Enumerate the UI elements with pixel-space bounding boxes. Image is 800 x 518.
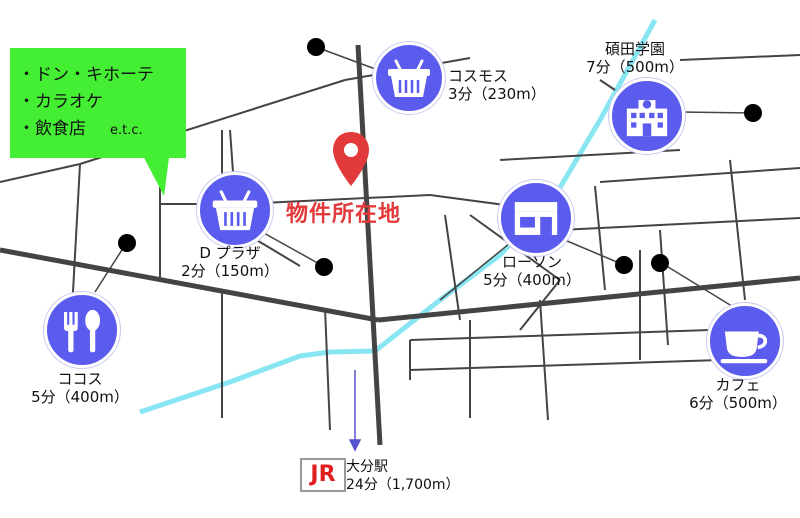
callout-list: ・ドン・キホーテ ・カラオケ ・飲食店 e.t.c. <box>18 62 154 144</box>
cafe-label: カフェ 6分（500m） <box>682 376 794 412</box>
callout-tail <box>140 150 170 196</box>
koko-label: ココス 5分（400m） <box>22 370 138 406</box>
property-label: 物件所在地 <box>286 202 402 227</box>
lawson-name: ローソン <box>501 253 562 271</box>
convenience-store-icon <box>514 202 558 235</box>
fork-spoon-icon <box>63 309 101 353</box>
lawson-label: ローソン 5分（400m） <box>480 253 584 289</box>
cafe-poi[interactable] <box>707 303 783 379</box>
coffee-cup-icon <box>720 331 768 364</box>
callout-item: ・ドン・キホーテ <box>18 65 154 85</box>
callout-item: ・カラオケ <box>18 92 103 112</box>
school-poi[interactable] <box>609 78 685 154</box>
dplaza-name: D プラザ <box>199 244 261 262</box>
location-dot <box>651 254 669 272</box>
map-pin-icon <box>333 132 369 186</box>
lawson-poi[interactable] <box>498 180 574 256</box>
cafe-name: カフェ <box>715 376 761 394</box>
station-arrow <box>348 370 362 452</box>
lawson-distance: 5分（400m） <box>483 271 581 289</box>
location-dot <box>307 38 325 56</box>
cosmos-poi[interactable] <box>373 42 445 114</box>
location-dot <box>118 234 136 252</box>
callout-etc: e.t.c. <box>110 123 143 138</box>
cafe-distance: 6分（500m） <box>689 394 787 412</box>
callout-item-text: ・飲食店 <box>18 119 86 139</box>
callout-box <box>10 48 186 158</box>
dplaza-distance: 2分（150m） <box>181 262 279 280</box>
station-label: 大分駅 24分（1,700m） <box>346 458 460 494</box>
school-building-icon <box>626 100 668 137</box>
river <box>139 18 658 415</box>
leader-lines <box>94 46 754 309</box>
location-dot <box>744 104 762 122</box>
dplaza-label: D プラザ 2分（150m） <box>180 244 280 280</box>
location-dot <box>315 258 333 276</box>
koko-distance: 5分（400m） <box>31 388 129 406</box>
station-name: 大分駅 <box>346 459 388 475</box>
koko-name: ココス <box>57 370 103 388</box>
station-distance: 24分（1,700m） <box>346 477 460 493</box>
cosmos-name: コスモス <box>448 67 509 85</box>
jr-logo: JR <box>300 458 346 492</box>
shopping-basket-icon <box>388 59 430 97</box>
main-roads <box>0 44 800 446</box>
school-label: 碩田学園 7分（500m） <box>580 40 690 76</box>
cosmos-distance: 3分（230m） <box>448 85 546 103</box>
location-dot <box>615 256 633 274</box>
koko-poi[interactable] <box>44 292 120 368</box>
school-distance: 7分（500m） <box>586 58 684 76</box>
school-name: 碩田学園 <box>604 40 665 58</box>
dplaza-poi[interactable] <box>197 172 273 248</box>
callout-item: ・飲食店 e.t.c. <box>18 116 154 144</box>
cosmos-label: コスモス 3分（230m） <box>448 67 546 103</box>
shopping-basket-icon <box>212 190 258 231</box>
